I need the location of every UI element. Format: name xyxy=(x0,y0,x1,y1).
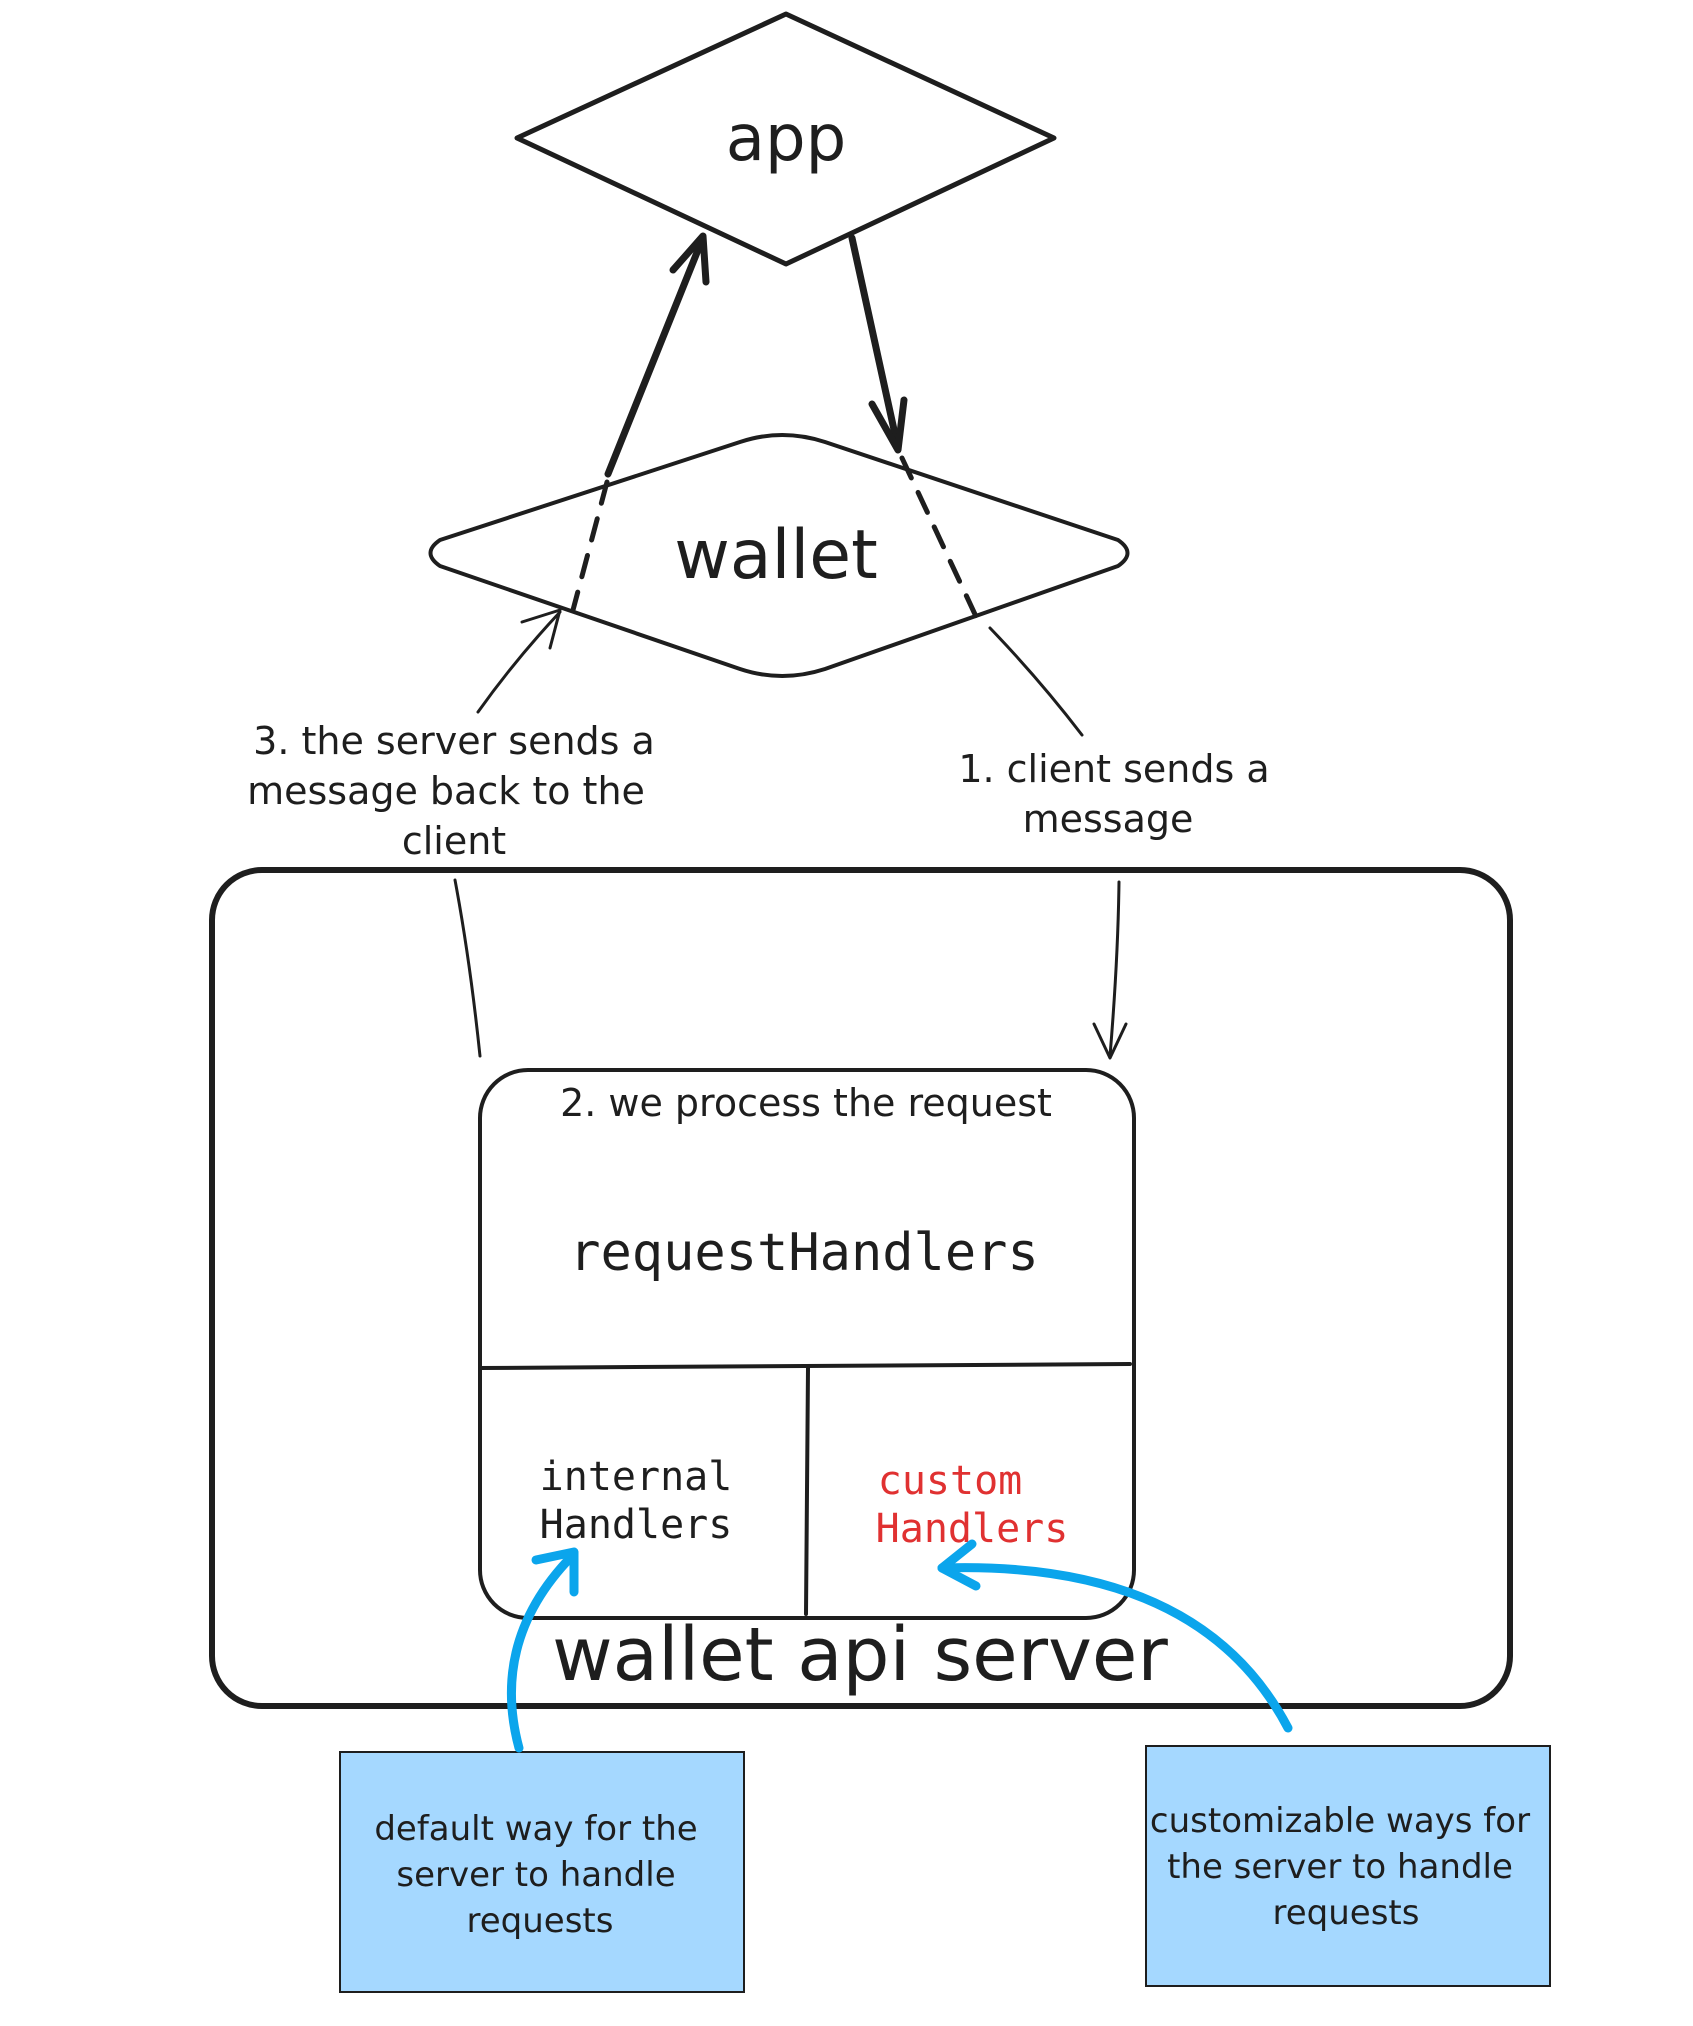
svg-text:message back to the: message back to the xyxy=(247,769,645,813)
server-response-arrow xyxy=(453,608,562,1058)
wallet-to-app-arrow xyxy=(570,232,710,613)
internal-handlers-cell: internal Handlers xyxy=(540,1454,733,1548)
request-handlers-label: requestHandlers xyxy=(569,1223,1039,1283)
svg-text:custom: custom xyxy=(878,1458,1023,1504)
svg-text:client: client xyxy=(402,819,506,863)
step1-label: 1. client sends a message xyxy=(958,747,1269,841)
default-note-arrow xyxy=(506,1547,579,1753)
step3-label: 3. the server sends a message back to th… xyxy=(247,719,655,863)
app-node: app xyxy=(514,11,1057,267)
wallet-api-server-box: wallet api server xyxy=(209,867,1513,1709)
app-to-wallet-arrow xyxy=(848,234,983,628)
svg-text:requests: requests xyxy=(1273,1893,1420,1933)
custom-handlers-note: customizable ways for the server to hand… xyxy=(1145,1745,1551,1987)
default-handlers-note: default way for the server to handle req… xyxy=(339,1751,745,1993)
svg-text:internal: internal xyxy=(540,1454,733,1500)
svg-text:requests: requests xyxy=(467,1901,614,1941)
wallet-label: wallet xyxy=(674,516,878,595)
app-label: app xyxy=(726,102,846,176)
step2-label: 2. we process the request xyxy=(560,1081,1052,1125)
custom-note-arrow xyxy=(937,1539,1293,1733)
client-message-arrow xyxy=(988,626,1128,1060)
wallet-node: wallet xyxy=(428,433,1130,678)
svg-text:Handlers: Handlers xyxy=(540,1502,733,1548)
svg-text:1. client sends a: 1. client sends a xyxy=(958,747,1269,791)
svg-text:message: message xyxy=(1023,797,1194,841)
svg-text:the server to handle: the server to handle xyxy=(1167,1847,1513,1887)
svg-text:3. the server sends a: 3. the server sends a xyxy=(253,719,655,763)
request-handlers-box: 2. we process the request requestHandler… xyxy=(478,1068,1136,1620)
svg-text:default way for the: default way for the xyxy=(374,1809,697,1849)
svg-text:customizable ways for: customizable ways for xyxy=(1150,1801,1530,1841)
server-label: wallet api server xyxy=(552,1612,1168,1698)
custom-handlers-cell: custom Handlers xyxy=(876,1458,1069,1552)
svg-text:server to handle: server to handle xyxy=(396,1855,675,1895)
